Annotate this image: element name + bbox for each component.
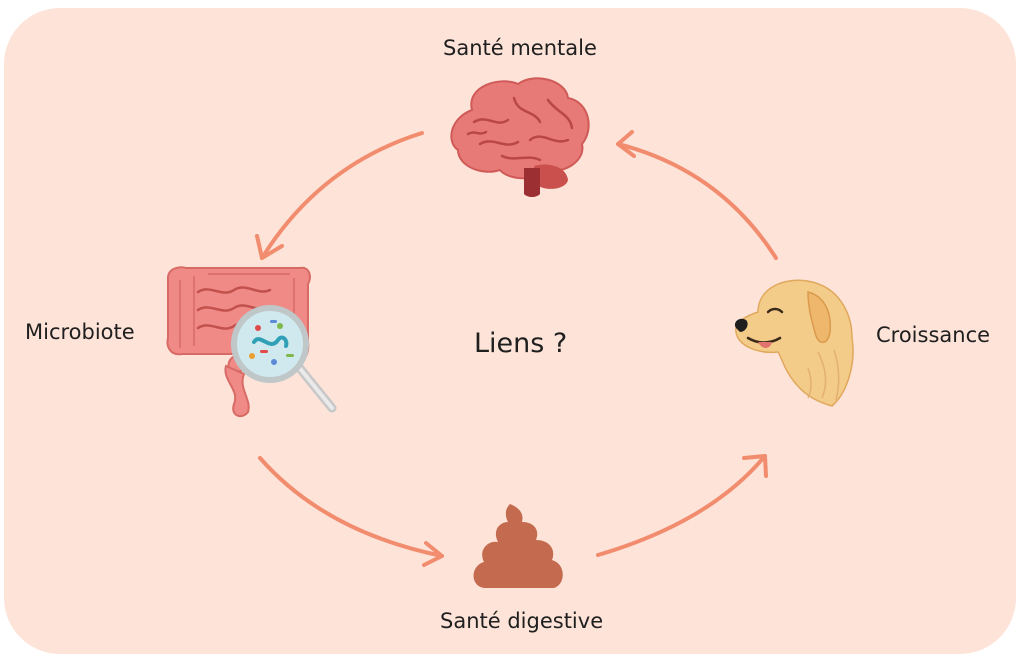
- node-label-growth: Croissance: [876, 323, 991, 347]
- node-label-digestive-health: Santé digestive: [440, 609, 604, 633]
- arrowhead-mental-to-microbiota: [255, 234, 284, 260]
- intestine-magnifier-icon: [166, 266, 337, 418]
- brain-icon: [450, 77, 590, 197]
- arrowhead-digestive-to-growth: [742, 454, 768, 478]
- node-label-microbiota: Microbiote: [25, 320, 135, 344]
- poop-icon: [473, 504, 563, 588]
- arrow-growth-to-mental: [616, 142, 778, 260]
- arrowhead-growth-to-mental: [616, 130, 636, 158]
- dog-icon: [734, 279, 854, 407]
- arrow-digestive-to-growth: [596, 454, 767, 557]
- arrow-mental-to-microbiota: [260, 131, 424, 260]
- center-question: Liens ?: [474, 328, 568, 359]
- arrowhead-microbiota-to-digestive: [422, 541, 444, 567]
- arrow-microbiota-to-digestive: [258, 456, 444, 558]
- node-label-mental-health: Santé mentale: [443, 36, 597, 60]
